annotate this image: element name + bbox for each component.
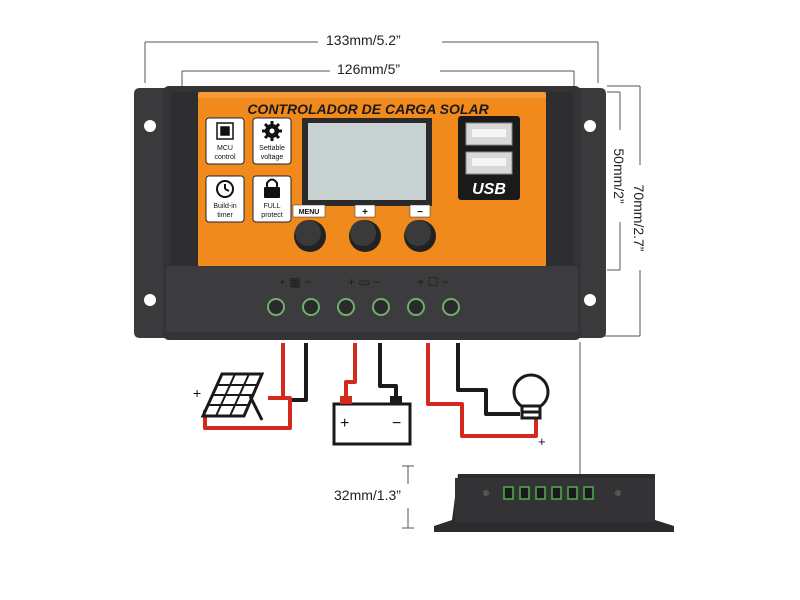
battery-plus-sign: +	[340, 415, 349, 432]
terminal-block	[166, 266, 578, 332]
thickness-dimension-lines	[402, 465, 414, 529]
thickness-label: 32mm/1.3”	[330, 487, 405, 503]
terminal-group-label: + ☐ −	[417, 275, 448, 289]
panel-negative-wire	[292, 343, 308, 402]
lcd-screen	[308, 123, 426, 200]
outer-width-label: 133mm/5.2”	[322, 32, 405, 48]
outer-height-label: 70mm/2.7”	[631, 185, 647, 252]
menu-button[interactable]: MENU	[292, 204, 326, 252]
load-positive-wire	[426, 343, 538, 438]
down-button[interactable]: −	[404, 204, 436, 252]
mount-hole	[584, 294, 596, 306]
terminal-screws	[267, 298, 460, 316]
controller-title: CONTROLADOR DE CARGA SOLAR	[247, 101, 489, 117]
battery-negative-wire	[378, 343, 398, 398]
terminal-screw	[337, 298, 355, 316]
mount-hole	[584, 120, 596, 132]
chip-icon	[216, 122, 234, 140]
feature-label: voltage	[261, 154, 284, 161]
wiring-diagram	[203, 343, 538, 438]
button-label: −	[417, 207, 423, 218]
terminal-screw	[407, 298, 425, 316]
terminal-screw	[442, 298, 460, 316]
usb-ports: USB	[458, 116, 520, 200]
controller-side-view	[434, 474, 674, 532]
side-terminal	[535, 486, 546, 500]
up-button[interactable]: +	[349, 204, 381, 252]
feature-full-protect: FULL protect	[252, 175, 292, 223]
inner-height-label: 50mm/2”	[611, 148, 627, 204]
mount-hole	[144, 120, 156, 132]
width-dimension-lines	[144, 41, 599, 88]
terminal-screw	[302, 298, 320, 316]
feature-label: timer	[217, 212, 233, 219]
terminal-screw	[372, 298, 390, 316]
terminal-group-label: + ▦ −	[279, 275, 311, 289]
height-dimension-lines	[600, 85, 641, 337]
panel-positive-wire	[268, 343, 285, 400]
feature-label: protect	[261, 212, 282, 219]
button-label: MENU	[299, 209, 320, 216]
panel-plus-sign: +	[193, 385, 201, 401]
solar-panel-icon	[200, 372, 265, 421]
battery-minus-sign: −	[392, 415, 401, 432]
charge-controller: CONTROLADOR DE CARGA SOLAR MCU control	[134, 86, 606, 340]
mount-hole	[144, 294, 156, 306]
terminal-group-label: + ▭ −	[348, 275, 380, 289]
button-label: +	[362, 207, 368, 218]
lock-icon	[264, 178, 280, 198]
gear-icon	[262, 121, 282, 141]
feature-settable-voltage: Settable voltage	[252, 117, 292, 165]
feature-timer: Build-in timer	[205, 175, 245, 223]
side-terminal	[583, 486, 594, 500]
inner-width-label: 126mm/5”	[333, 61, 405, 77]
side-terminal	[567, 486, 578, 500]
side-terminal	[503, 486, 514, 500]
feature-label: FULL	[263, 203, 280, 210]
side-terminal	[551, 486, 562, 500]
battery-positive-wire	[344, 343, 357, 398]
feature-label: MCU	[217, 145, 233, 152]
feature-label: Build-in	[213, 203, 236, 210]
feature-mcu-control: MCU control	[205, 117, 245, 165]
clock-icon	[216, 180, 234, 198]
light-bulb-icon	[512, 373, 550, 420]
feature-label: Settable	[259, 145, 285, 152]
load-plus-sign: +	[538, 434, 546, 449]
feature-label: control	[214, 154, 235, 161]
terminal-screw	[267, 298, 285, 316]
side-terminal	[519, 486, 530, 500]
battery-icon	[332, 396, 412, 446]
usb-label: USB	[472, 181, 506, 198]
load-negative-wire	[456, 343, 520, 416]
